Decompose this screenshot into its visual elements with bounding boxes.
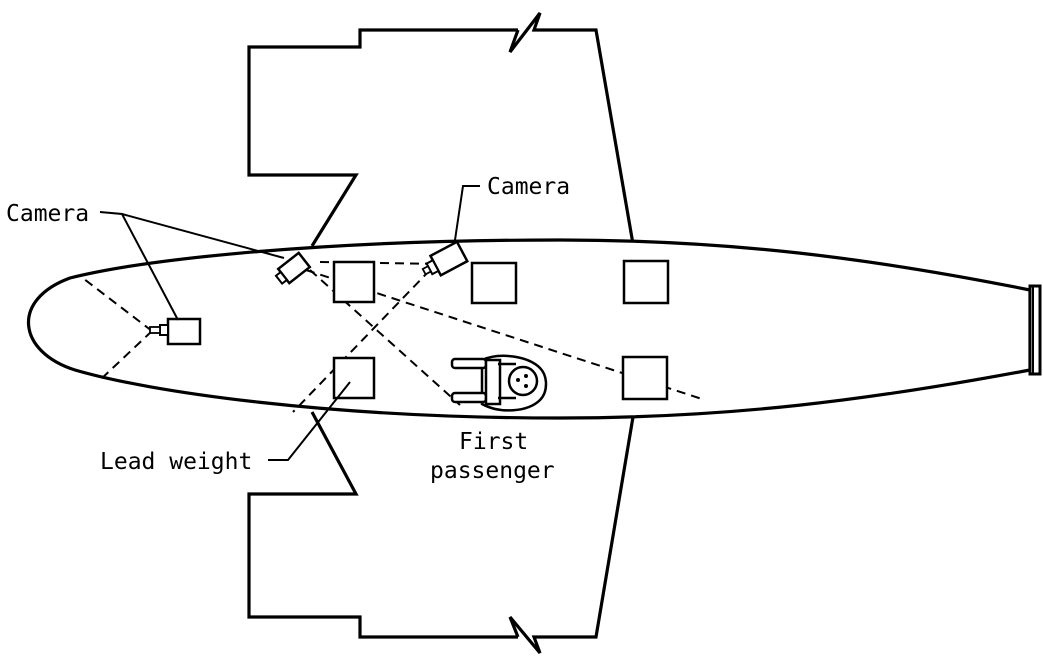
- fuselage-outline: [27, 238, 1032, 420]
- tail-cap: [1028, 284, 1042, 376]
- wing-lower: [247, 411, 635, 655]
- camera-icon: [421, 240, 469, 277]
- first-passenger-label-line2: passenger: [430, 458, 555, 484]
- camera-label-right: Camera: [487, 174, 570, 200]
- lead-weights: [332, 259, 670, 401]
- lead-weight: [332, 260, 376, 304]
- camera-icon: [149, 317, 202, 346]
- first-passenger-label-line1: First: [459, 429, 528, 455]
- leader-lines: [99, 185, 480, 461]
- first-passenger-figure: [450, 354, 548, 412]
- lead-weight-label: Lead weight: [100, 449, 252, 475]
- lead-weight: [332, 356, 376, 400]
- lead-weight: [621, 355, 669, 401]
- wing-upper: [247, 12, 635, 247]
- lead-weight: [622, 259, 670, 305]
- lead-weight: [470, 261, 518, 305]
- camera-icon: [274, 251, 312, 286]
- camera-label-left: Camera: [6, 201, 89, 227]
